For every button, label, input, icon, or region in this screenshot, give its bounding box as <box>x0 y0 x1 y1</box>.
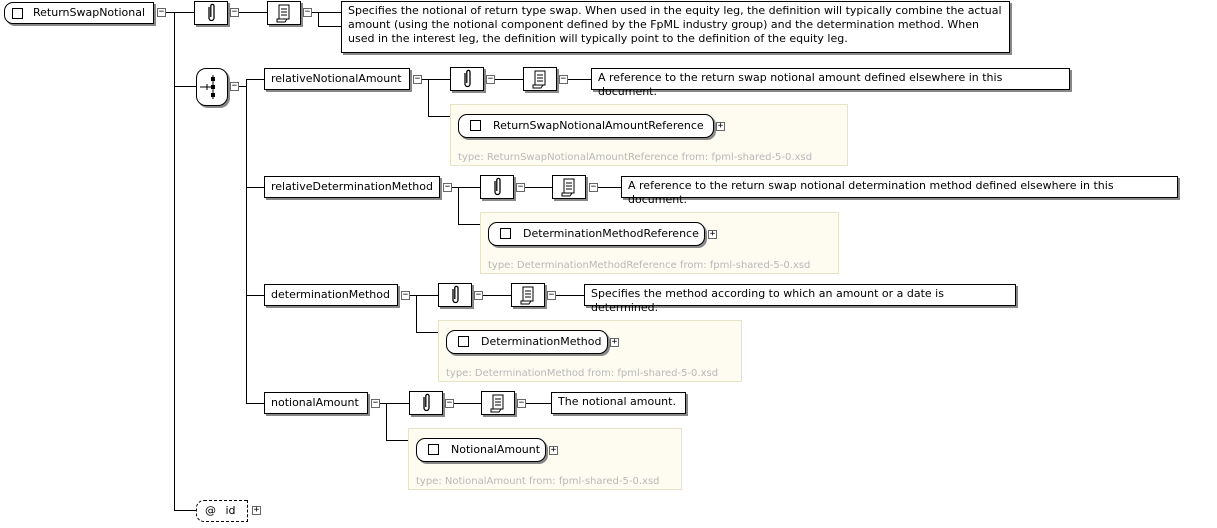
annotation-box[interactable] <box>409 391 443 415</box>
collapse-icon[interactable]: − <box>371 398 380 408</box>
documentation-box[interactable] <box>511 283 545 307</box>
expand-icon[interactable]: + <box>549 445 558 455</box>
collapse-icon[interactable]: − <box>517 398 526 408</box>
annotation-icon <box>494 177 501 196</box>
collapse-icon[interactable]: − <box>486 74 495 84</box>
collapse-icon[interactable]: − <box>230 7 239 17</box>
child-description: A reference to the return swap notional … <box>621 176 1178 206</box>
documentation-box[interactable] <box>523 67 557 91</box>
expand-icon[interactable]: + <box>610 337 619 347</box>
attribute-id[interactable]: @ id <box>196 500 248 522</box>
annotation-icon <box>464 69 471 88</box>
annotation-box[interactable] <box>194 1 228 25</box>
type-reference[interactable]: DeterminationMethodReference <box>488 222 705 246</box>
sequence-icon <box>200 75 215 99</box>
collapse-icon[interactable]: − <box>559 74 568 84</box>
child-description: The notional amount. <box>551 392 686 414</box>
collapse-icon[interactable]: − <box>445 398 454 408</box>
attribute-name: id <box>225 504 236 517</box>
collapse-icon[interactable]: − <box>474 290 483 300</box>
root-element-name: ReturnSwapNotional <box>33 6 146 19</box>
child-element-relativeDeterminationMethod[interactable]: relativeDeterminationMethod <box>264 176 440 198</box>
documentation-icon <box>561 178 575 197</box>
type-label: type: DeterminationMethodReference from:… <box>488 260 811 271</box>
collapse-icon[interactable]: − <box>303 7 312 17</box>
type-label: type: ReturnSwapNotionalAmountReference … <box>458 152 813 163</box>
collapse-icon[interactable]: − <box>401 290 410 300</box>
documentation-box[interactable] <box>552 175 586 199</box>
annotation-box[interactable] <box>438 283 472 307</box>
element-checkbox-icon <box>428 444 439 455</box>
type-reference[interactable]: NotionalAmount <box>416 438 546 462</box>
root-description: Specifies the notional of return type sw… <box>341 1 1010 53</box>
collapse-icon[interactable]: − <box>157 7 166 17</box>
type-label: type: DeterminationMethod from: fpml-sha… <box>446 368 719 379</box>
expand-icon[interactable]: + <box>716 121 725 131</box>
annotation-icon <box>208 3 215 22</box>
child-element-determinationMethod[interactable]: determinationMethod <box>264 284 398 306</box>
collapse-icon[interactable]: − <box>516 182 525 192</box>
element-checkbox-icon <box>500 228 511 239</box>
annotation-box[interactable] <box>450 67 484 91</box>
type-label: type: NotionalAmount from: fpml-shared-5… <box>416 476 660 487</box>
type-reference[interactable]: ReturnSwapNotionalAmountReference <box>458 114 714 138</box>
child-element-notionalAmount[interactable]: notionalAmount <box>264 392 368 414</box>
collapse-icon[interactable]: − <box>230 81 239 91</box>
collapse-icon[interactable]: − <box>443 182 452 192</box>
expand-icon[interactable]: + <box>708 229 717 239</box>
child-description: A reference to the return swap notional … <box>591 68 1070 98</box>
annotation-icon <box>452 285 459 304</box>
child-element-relativeNotionalAmount[interactable]: relativeNotionalAmount <box>264 68 410 90</box>
sequence-compositor[interactable] <box>196 68 228 106</box>
documentation-icon <box>276 4 290 23</box>
child-description: Specifies the method according to which … <box>584 284 1016 314</box>
type-reference[interactable]: DeterminationMethod <box>446 330 608 354</box>
documentation-icon <box>520 286 534 305</box>
documentation-box[interactable] <box>267 1 301 25</box>
documentation-icon <box>490 394 504 413</box>
element-checkbox-icon <box>470 120 481 131</box>
attribute-symbol: @ <box>205 504 216 517</box>
collapse-icon[interactable]: − <box>589 182 598 192</box>
annotation-icon <box>423 393 430 412</box>
documentation-box[interactable] <box>481 391 515 415</box>
collapse-icon[interactable]: − <box>547 290 556 300</box>
element-checkbox-icon <box>12 8 23 19</box>
element-checkbox-icon <box>458 336 469 347</box>
root-element[interactable]: ReturnSwapNotional <box>4 2 154 24</box>
annotation-box[interactable] <box>480 175 514 199</box>
documentation-icon <box>532 70 546 89</box>
expand-icon[interactable]: + <box>252 505 261 515</box>
collapse-icon[interactable]: − <box>413 74 422 84</box>
